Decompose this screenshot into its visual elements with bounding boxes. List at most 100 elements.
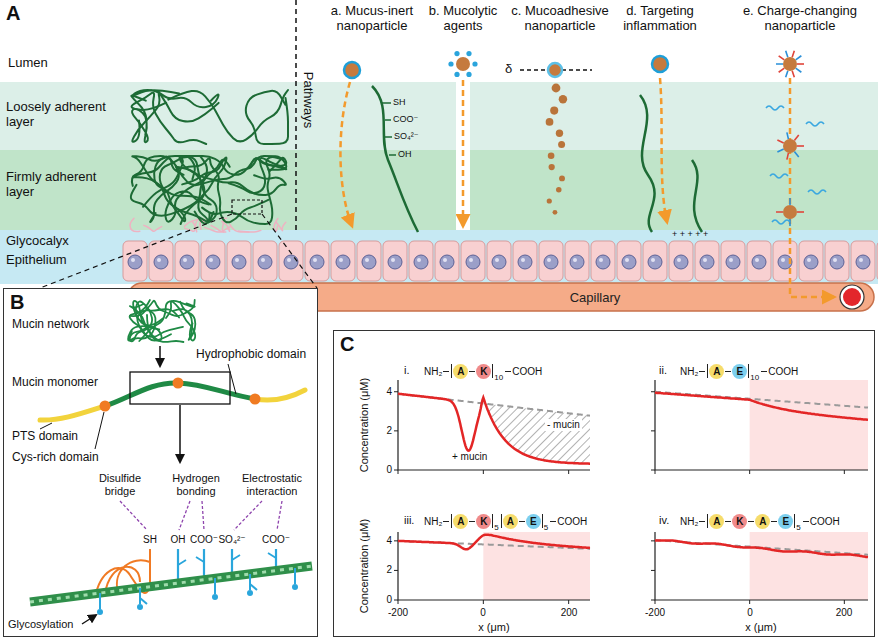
chem-group: OH <box>171 534 186 546</box>
protein-backbone <box>30 566 312 602</box>
epithelial-cell <box>253 241 277 281</box>
axis-tick <box>394 570 398 571</box>
axis-tick <box>844 470 845 474</box>
nucleus-highlight <box>209 258 213 262</box>
epithelial-cell <box>227 241 251 281</box>
part-label: Cys-rich domain <box>12 451 99 465</box>
bond-dash <box>803 521 809 522</box>
axis-tick <box>394 540 398 541</box>
surface-chain <box>776 211 783 213</box>
falling-particle <box>550 107 558 115</box>
chem-group: COO⁻ <box>393 114 418 124</box>
released-chain <box>770 174 788 178</box>
mucus-curve <box>655 540 868 557</box>
falling-particle <box>547 198 552 203</box>
zoom-box <box>232 200 262 214</box>
particles <box>344 51 826 226</box>
part-label: Mucin monomer <box>12 376 98 390</box>
cell-nucleus <box>492 255 506 269</box>
nucleus-highlight <box>495 258 499 262</box>
plot-index: iii. <box>404 514 414 527</box>
nucleus-highlight <box>469 258 473 262</box>
loose-layer-band <box>0 82 878 150</box>
cell-nucleus <box>440 255 454 269</box>
nanoparticle <box>652 56 668 72</box>
nanoparticle <box>783 57 797 71</box>
chem-group: COO⁻ <box>190 534 218 546</box>
cell-nucleus <box>206 255 220 269</box>
concentration-plots <box>394 380 868 604</box>
nucleus-highlight <box>235 258 239 262</box>
mucin-chemistry <box>30 501 312 624</box>
bond-dash <box>748 521 754 522</box>
chem-group: SO₄²⁻ <box>394 131 418 141</box>
cell-nucleus <box>284 255 298 269</box>
mucin-strand <box>130 218 140 231</box>
step-arrow <box>179 405 181 462</box>
firm-layer-band <box>0 150 878 232</box>
epithelial-cell <box>747 241 771 281</box>
side-chain-branch <box>178 553 276 565</box>
mucus-strands <box>131 90 288 224</box>
cell-nucleus <box>726 255 740 269</box>
cell-nucleus <box>362 255 376 269</box>
backbone-stripe <box>30 566 312 602</box>
axis-tick <box>651 540 655 541</box>
mucin-strand <box>274 219 278 232</box>
nucleus-highlight <box>781 258 785 262</box>
bond-dash <box>519 521 525 522</box>
pathway-d <box>640 78 702 232</box>
glycocalyx-band <box>0 230 878 284</box>
mucin-strand <box>640 95 655 232</box>
axis-tick <box>394 430 398 431</box>
pathway-arrow <box>340 82 352 226</box>
repeat-bracket <box>451 514 452 528</box>
nucleus-highlight <box>729 258 733 262</box>
bond-dash <box>443 521 449 522</box>
tick-label: 0 <box>747 607 753 619</box>
epithelial-cell <box>617 241 641 281</box>
epithelial-cell <box>149 241 173 281</box>
tick-label: 200 <box>561 607 578 619</box>
cell-nucleus <box>388 255 402 269</box>
repeat-bracket <box>748 364 749 378</box>
surface-chain <box>796 68 802 72</box>
series-label: - mucin <box>545 419 582 431</box>
mucin-strand <box>230 224 249 232</box>
nucleus-highlight <box>625 258 629 262</box>
pathway-title: d. Targeting inflammation <box>612 4 708 34</box>
epithelial-cell <box>383 241 407 281</box>
part-label: Hydrophobic domain <box>196 348 306 362</box>
cell-nucleus <box>180 255 194 269</box>
repeat-bracket <box>542 514 543 528</box>
nucleus-highlight <box>833 258 837 262</box>
tick-label: -200 <box>388 607 408 619</box>
surface-chain <box>797 145 804 147</box>
falling-particle <box>559 175 565 181</box>
axis-tick <box>749 470 750 474</box>
formula-text: COOH <box>557 516 587 527</box>
bond-label: Hydrogen bonding <box>164 472 228 497</box>
bond-dash <box>725 371 731 372</box>
bond-label: Electrostatic interaction <box>233 472 311 497</box>
panel-letter: A <box>6 2 20 25</box>
nanoparticle <box>548 63 562 77</box>
red-blood-cell-rim <box>840 285 864 309</box>
cell-nucleus <box>804 255 818 269</box>
repeat-bracket <box>794 514 795 528</box>
glycan-sugar <box>137 604 143 610</box>
surface-chain <box>792 51 794 58</box>
peptide-formula: NH₂AK10COOH <box>424 363 542 379</box>
cell-nucleus <box>414 255 428 269</box>
epithelial-cell <box>201 241 225 281</box>
epithelial-cell <box>461 241 485 281</box>
chem-group: COO⁻ <box>262 534 290 546</box>
axis-tick <box>394 470 398 471</box>
cys-domain <box>173 378 184 389</box>
surface-chain <box>794 135 798 140</box>
nucleus-highlight <box>703 258 707 262</box>
pathway-title: a. Mucus-inert nanoparticle <box>320 4 424 34</box>
amino-acid: E <box>526 514 541 529</box>
